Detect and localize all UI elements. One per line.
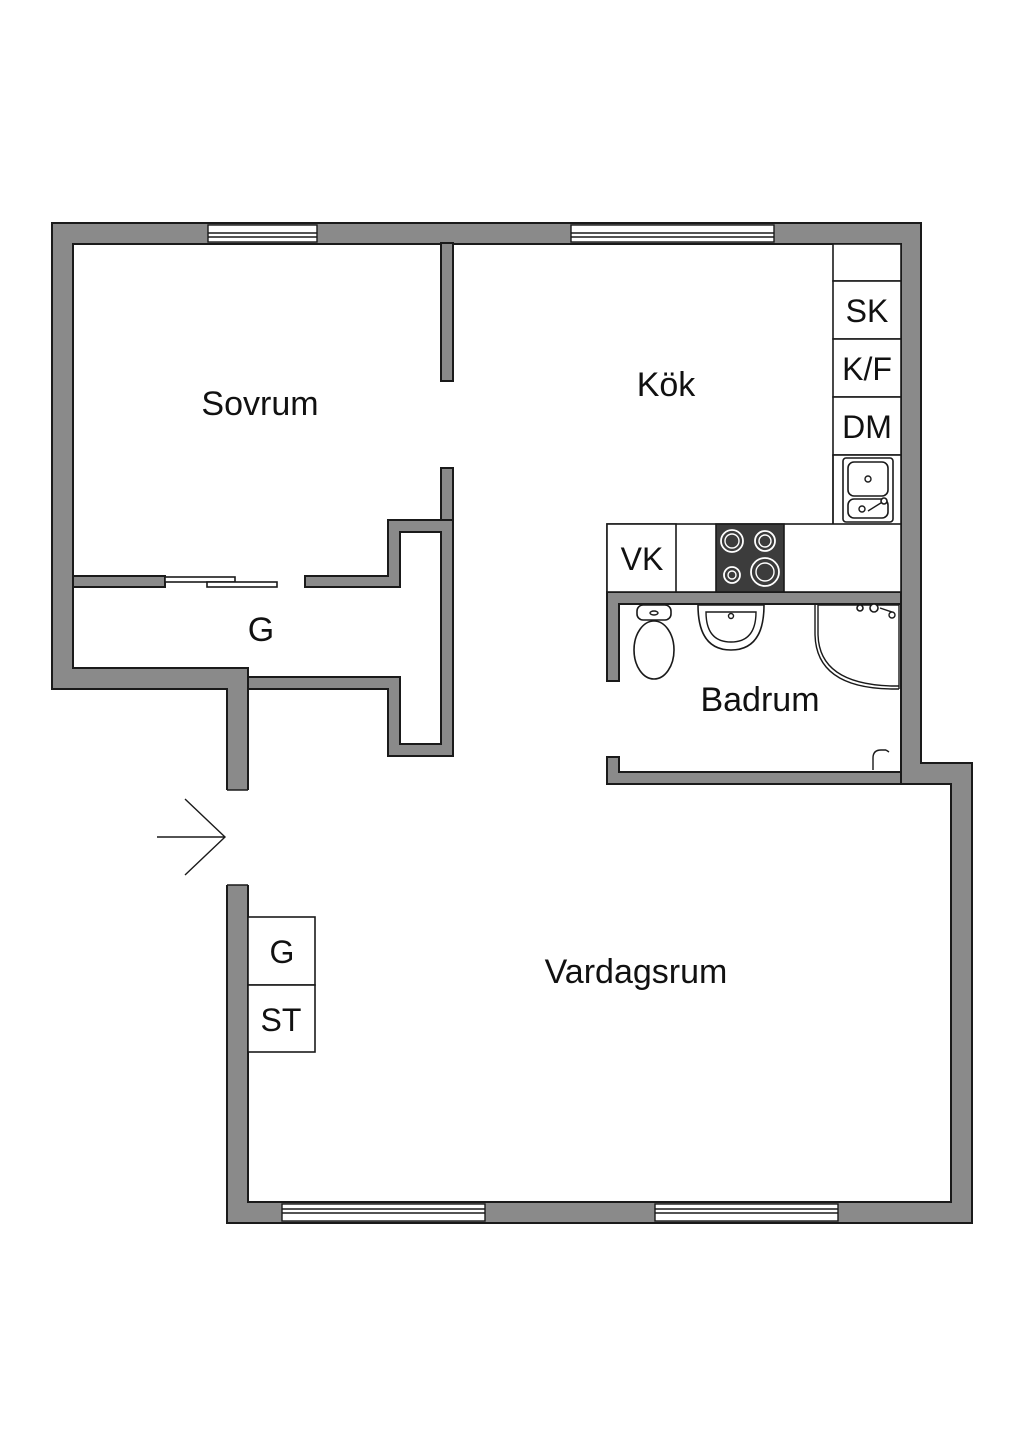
sliding-door-2 — [206, 581, 278, 588]
wall-garderob-left — [72, 575, 166, 588]
kitchen-cabinet-top — [832, 243, 902, 282]
hob-icon — [715, 523, 785, 593]
kitchen-unit-sk — [832, 280, 902, 340]
entrance-arrow-icon — [157, 798, 227, 876]
label-hall-st: ST — [261, 1002, 302, 1038]
window-icon — [207, 224, 318, 243]
toilet-icon — [633, 604, 675, 680]
wall-badrum-bottom — [606, 756, 902, 785]
wall-garderob-right — [247, 519, 454, 757]
label-hall-g: G — [270, 934, 295, 970]
label-dm: DM — [842, 409, 892, 445]
sliding-door-1 — [164, 576, 236, 583]
label-vk: VK — [621, 541, 664, 577]
kitchen-unit-vk — [606, 523, 677, 593]
window-icon — [654, 1203, 839, 1222]
room-label-sovrum: Sovrum — [201, 385, 318, 423]
label-kf: K/F — [842, 351, 892, 387]
room-label-kok: Kök — [637, 366, 697, 404]
hall-unit-st — [247, 984, 316, 1053]
window-icon — [281, 1203, 486, 1222]
window-icon — [570, 224, 775, 243]
wall-sovrum-kok-upper — [440, 242, 454, 382]
label-sk: SK — [846, 293, 889, 329]
room-label-vardagsrum: Vardagsrum — [545, 953, 728, 991]
floor-drain-icon — [872, 749, 890, 770]
room-label-badrum: Badrum — [700, 681, 819, 719]
sink-icon — [842, 457, 894, 523]
kitchen-unit-dm — [832, 396, 902, 456]
washbasin-icon — [697, 604, 765, 651]
shower-icon — [814, 603, 900, 690]
hall-unit-g — [247, 916, 316, 986]
room-label-garderob: G — [248, 611, 274, 649]
entrance-door-opening — [225, 790, 250, 885]
